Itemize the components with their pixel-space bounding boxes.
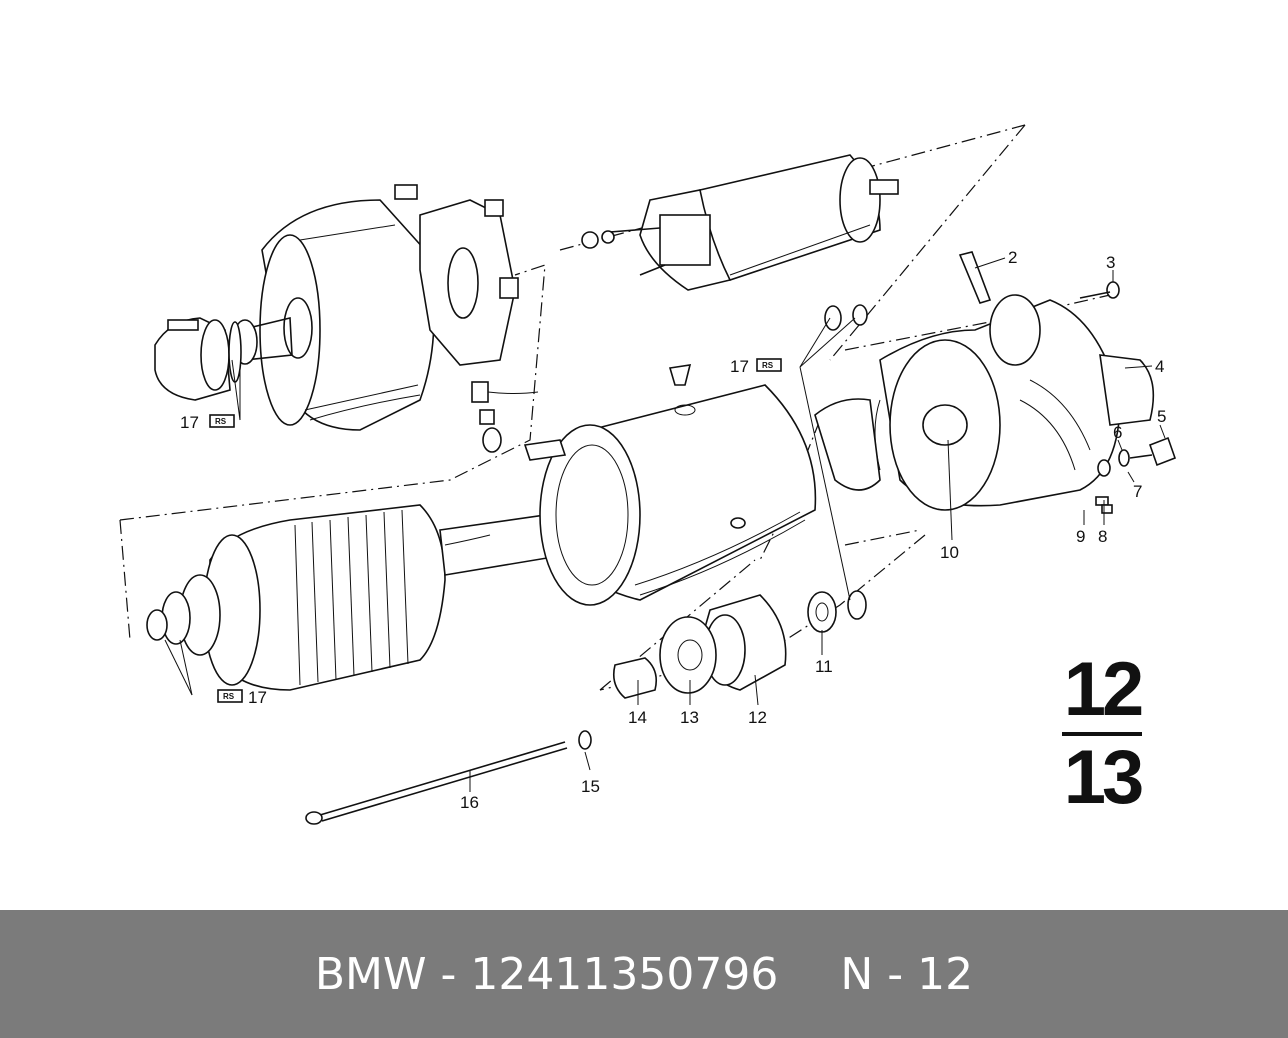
rs-tag-box	[209, 414, 235, 428]
group-number-bottom: 13	[1063, 735, 1145, 820]
pinion-assembly	[578, 590, 867, 750]
part-number: 12411350796	[470, 948, 779, 1000]
callout-2: 2	[1008, 248, 1017, 267]
rs-tag-box	[217, 689, 243, 703]
callout-5: 5	[1157, 407, 1166, 426]
starter-motor-exploded-diagram: 2 3 4 5 6 7 8 9 10 11 12 13 14 15 16 17 …	[119, 124, 1177, 825]
pole-housing	[523, 364, 817, 606]
callout-4: 4	[1155, 357, 1164, 376]
brand-name: BMW	[314, 948, 427, 1000]
armature	[146, 504, 626, 691]
callout-7: 7	[1133, 482, 1142, 501]
end-cap	[154, 317, 242, 401]
callout-17-center: 17	[730, 357, 749, 376]
drive-end-housing	[814, 294, 1155, 511]
callout-9: 9	[1076, 527, 1085, 546]
commutator-end-housing	[232, 199, 435, 431]
group-number-badge: 12 13	[1056, 650, 1148, 818]
group-number-top: 12	[1063, 647, 1145, 732]
callout-8: 8	[1098, 527, 1107, 546]
callout-10: 10	[940, 543, 959, 562]
callout-11: 11	[815, 657, 833, 676]
solenoid-switch	[581, 154, 899, 291]
diagram-reference: N - 12	[840, 948, 974, 1000]
brush-plate	[394, 184, 539, 453]
callout-16: 16	[460, 793, 479, 812]
separator: -	[440, 948, 457, 1000]
callout-17-upper-left: 17	[180, 413, 199, 432]
callout-3: 3	[1106, 253, 1115, 272]
group-number-divider	[1062, 732, 1142, 736]
through-bolt	[305, 741, 568, 825]
callout-12: 12	[748, 708, 767, 727]
rs-tag-label: RS	[215, 417, 227, 426]
part-number-footer: BMW - 12411350796 N - 12	[0, 910, 1288, 1038]
callout-17-armature: 17	[248, 688, 267, 707]
leader-lines	[164, 257, 1166, 792]
callout-14: 14	[628, 708, 647, 727]
small-hardware	[824, 251, 1177, 514]
rs-tag-box	[756, 358, 782, 372]
callout-13: 13	[680, 708, 699, 727]
callout-6: 6	[1113, 423, 1122, 442]
callout-labels: 2 3 4 5 6 7 8 9 10 11 12 13 14 15 16 17 …	[180, 248, 1166, 812]
callout-15: 15	[581, 777, 600, 796]
rs-tag-label: RS	[762, 361, 774, 370]
rs-tag-label: RS	[223, 692, 235, 701]
